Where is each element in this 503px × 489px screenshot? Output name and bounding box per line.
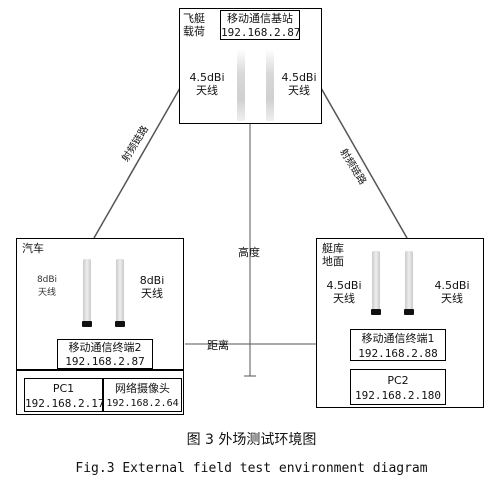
hangar-antenna-left-label: 4.5dBi 天线 <box>326 279 362 305</box>
pc2-name: PC2 <box>387 374 409 387</box>
terminal1-name: 移动通信终端1 <box>361 332 435 345</box>
pc1-ip: 192.168.2.170 <box>25 397 112 410</box>
camera-box: 网络摄像头 192.168.2.64 <box>103 378 182 412</box>
pc2-ip: 192.168.2.180 <box>354 389 442 402</box>
car-antenna-left-label: 8dBi 天线 <box>36 275 58 298</box>
car-antenna-right <box>115 259 125 327</box>
car-box: 汽车 8dBi 天线 8dBi 天线 移动通信终端2 192.168.2.87 <box>16 238 184 370</box>
hangar-title: 艇库 地面 <box>322 242 344 268</box>
aircraft-title: 飞艇 载荷 <box>183 12 205 38</box>
caption-chinese: 图 3 外场测试环境图 <box>186 432 317 448</box>
car-antenna-left <box>82 259 92 327</box>
pc1-box: PC1 192.168.2.170 <box>24 378 112 412</box>
height-axis-label: 高度 <box>238 246 260 259</box>
aircraft-payload-box: 飞艇 载荷 移动通信基站 192.168.2.87 4.5dBi 天线 4.5d… <box>179 8 322 124</box>
aircraft-antenna-left <box>237 49 245 121</box>
terminal1-box: 移动通信终端1 192.168.2.88 <box>350 329 446 361</box>
terminal2-name: 移动通信终端2 <box>68 341 142 354</box>
base-station-ip: 192.168.2.87 <box>221 26 301 39</box>
left-rf-link-line <box>93 87 181 239</box>
hangar-antenna-right-label: 4.5dBi 天线 <box>434 279 470 305</box>
hangar-antenna-left <box>371 251 381 315</box>
base-station-name: 移动通信基站 <box>227 12 293 25</box>
car-title: 汽车 <box>22 242 44 255</box>
camera-name: 网络摄像头 <box>115 382 170 395</box>
camera-ip: 192.168.2.64 <box>106 398 179 409</box>
pc1-name: PC1 <box>52 382 75 395</box>
aircraft-antenna-left-label: 4.5dBi 天线 <box>189 71 225 97</box>
terminal2-ip: 192.168.2.87 <box>65 355 145 368</box>
caption-english: Fig.3 External field test environment di… <box>75 461 428 476</box>
right-rf-link-line <box>320 87 408 239</box>
terminal2-box: 移动通信终端2 192.168.2.87 <box>57 339 153 369</box>
base-station-box: 移动通信基站 192.168.2.87 <box>220 10 300 40</box>
car-antenna-right-label: 8dBi 天线 <box>139 274 165 300</box>
pc2-box: PC2 192.168.2.180 <box>350 369 446 405</box>
distance-axis-label: 距离 <box>207 339 229 352</box>
hangar-box: 艇库 地面 4.5dBi 天线 4.5dBi 天线 移动通信终端1 192.16… <box>316 238 484 408</box>
terminal1-ip: 192.168.2.88 <box>358 347 438 360</box>
hangar-antenna-right <box>404 251 414 315</box>
aircraft-antenna-right-label: 4.5dBi 天线 <box>281 71 317 97</box>
aircraft-antenna-right <box>266 49 274 121</box>
